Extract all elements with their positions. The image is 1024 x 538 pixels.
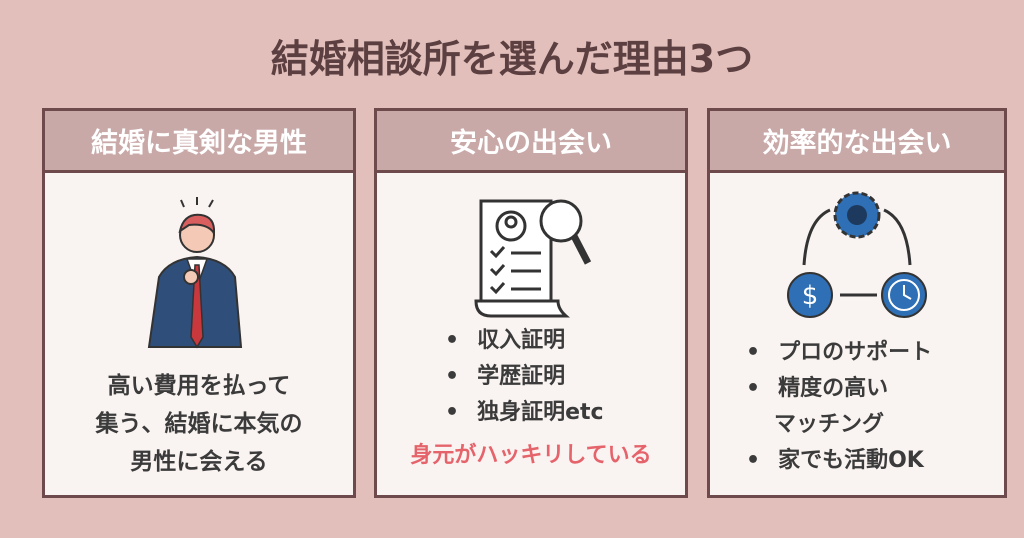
document-magnifier-icon	[377, 191, 685, 321]
page-title: 結婚相談所を選んだ理由3つ	[270, 37, 754, 81]
list-item: 収入証明	[445, 323, 685, 359]
panel-header: 結婚に真剣な男性	[45, 111, 353, 173]
panel-efficient-meeting: 効率的な出会い $ プロのサポート 精度の高い マッチング 家でも活動OK	[707, 108, 1007, 498]
svg-text:$: $	[802, 281, 819, 311]
stressed-businessman-icon	[45, 197, 353, 357]
list-item-continuation: マッチング	[774, 412, 885, 437]
panel-safe-meeting: 安心の出会い 収入証明 学歴証明 独身証明etc 身元がハッキリしている	[374, 108, 688, 498]
cycle-gear-money-clock-icon: $	[710, 185, 1004, 325]
list-item: 学歴証明	[445, 359, 685, 395]
panel-text-line: 集う、結婚に本気の	[95, 411, 303, 437]
list-item: 独身証明etc	[445, 395, 685, 431]
list-item: 家でも活動OK	[746, 443, 1004, 479]
panel-header: 安心の出会い	[377, 111, 685, 173]
panel-serious-men: 結婚に真剣な男性 高い費用を払って 集う、結婚に本気の 男性に会える	[42, 108, 356, 498]
highlight-text: 身元がハッキリしている	[410, 443, 652, 468]
panel-text-line: 男性に会える	[130, 449, 268, 475]
panel-text-line: 高い費用を払って	[107, 373, 291, 399]
list-item: プロのサポート	[746, 335, 1004, 371]
panel-header: 効率的な出会い	[710, 111, 1004, 173]
list-item: 精度の高い	[746, 371, 1004, 407]
